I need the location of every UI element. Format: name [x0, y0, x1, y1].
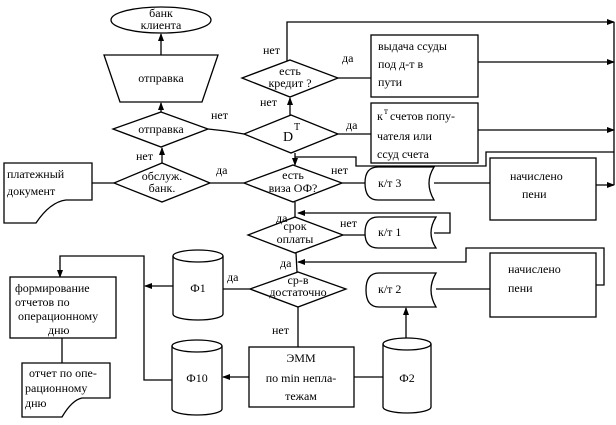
edge-label: да — [227, 270, 239, 284]
label-sup: т — [384, 106, 388, 116]
label: банк — [149, 6, 173, 20]
label: тежам — [285, 389, 317, 403]
decision-funds: ср-в достаточно — [248, 271, 348, 308]
process-penalty-bottom: начислено пени — [489, 252, 597, 318]
label: пени — [522, 187, 547, 201]
edge-label: да — [280, 256, 292, 270]
label: срок — [283, 219, 306, 233]
label: ЭММ — [286, 351, 316, 365]
label: формирование — [15, 281, 90, 295]
label: к/т 3 — [378, 176, 401, 190]
document-payment: платежный документ — [3, 162, 93, 224]
label: оплаты — [277, 232, 314, 246]
label: обслуж. — [142, 169, 183, 183]
label: клиента — [141, 18, 182, 32]
label: пути — [378, 75, 403, 89]
label: выдача ссуды — [378, 39, 447, 53]
arrow-kt1-loop — [297, 210, 451, 234]
edge-label: да — [276, 211, 288, 225]
label: есть — [279, 64, 301, 78]
line-term-funds — [295, 252, 298, 273]
label: начислено — [508, 262, 561, 276]
arrow-penalty2-loop — [297, 247, 605, 286]
edge-label: нет — [263, 43, 281, 57]
label: к/т 1 — [378, 225, 401, 239]
label: виза ОФ? — [269, 181, 318, 195]
terminal-bank-client: банк клиента — [110, 6, 212, 34]
connectors — [57, 19, 615, 381]
manual-op-send: отправка — [103, 54, 219, 103]
edge-labels: нет да нет нет да нет да нет да нет да д… — [136, 43, 358, 337]
label: Ф2 — [399, 371, 414, 385]
database-f2: Ф2 — [382, 337, 432, 414]
label: пени — [508, 281, 533, 295]
stored-data-kt3: к/т 3 — [364, 166, 436, 201]
line-credit-no — [286, 19, 615, 62]
label: начислено — [510, 169, 563, 183]
label: платежный — [7, 167, 65, 181]
edge-label: да — [216, 163, 228, 177]
edge-label: да — [346, 118, 358, 132]
decision-dt: D T — [242, 114, 340, 154]
label: кредит ? — [268, 76, 311, 90]
label: по min непла- — [266, 371, 337, 385]
label: счетов попу- — [390, 109, 455, 123]
edge-label: нет — [136, 149, 154, 163]
label: отчетов по — [15, 295, 70, 309]
edge-label: нет — [272, 323, 290, 337]
label: есть — [282, 168, 304, 182]
decision-credit: есть кредит ? — [240, 59, 340, 98]
edge-label: нет — [331, 163, 349, 177]
edge-label: нет — [260, 95, 278, 109]
label: отправка — [138, 71, 184, 85]
stored-data-kt2: к/т 2 — [365, 272, 438, 308]
process-loan: выдача ссуды под д-т в пути — [370, 34, 479, 98]
edge-label: нет — [340, 216, 358, 230]
decision-visa: есть виза ОФ? — [242, 164, 344, 203]
label: чателя или — [377, 129, 433, 143]
label: документ — [7, 184, 56, 198]
label: к/т 2 — [378, 282, 401, 296]
process-kt-accounts: к т счетов попу- чателя или ссуд счета — [370, 102, 479, 164]
arrow-bus-to-reports — [57, 255, 172, 381]
database-f10: Ф10 — [171, 339, 223, 416]
decision-term: срок оплаты — [246, 216, 345, 254]
label: отправка — [138, 122, 184, 136]
line-send-dt — [207, 128, 245, 135]
document-report: отчет по опе- рационному дню — [21, 362, 111, 418]
decision-send: отправка — [111, 111, 210, 148]
edge-label: нет — [211, 108, 229, 122]
process-emm: ЭММ по min непла- тежам — [248, 346, 355, 408]
decision-service-bank: обслуж. банк. — [112, 162, 212, 203]
label: операционному — [18, 309, 98, 323]
label: под д-т в — [378, 57, 424, 71]
label: дню — [48, 323, 70, 337]
database-f1: Ф1 — [172, 249, 224, 321]
process-reports: формирование отчетов по операционному дн… — [9, 276, 117, 339]
label: к — [377, 109, 383, 123]
label-sup: T — [294, 122, 300, 133]
label: ср-в — [288, 273, 309, 287]
label: банк. — [149, 181, 176, 195]
label: рационному — [25, 381, 87, 395]
edge-label: да — [342, 51, 354, 65]
label: дню — [25, 396, 47, 410]
label: D — [283, 130, 293, 145]
label: Ф10 — [186, 371, 207, 385]
label: отчет по опе- — [29, 366, 97, 380]
label: ссуд счета — [377, 147, 430, 161]
label: Ф1 — [190, 281, 205, 295]
line-return-to-visa — [295, 151, 614, 167]
process-penalty-top: начислено пени — [489, 157, 597, 221]
stored-data-kt1: к/т 1 — [364, 216, 438, 249]
label: достаточно — [269, 285, 326, 299]
